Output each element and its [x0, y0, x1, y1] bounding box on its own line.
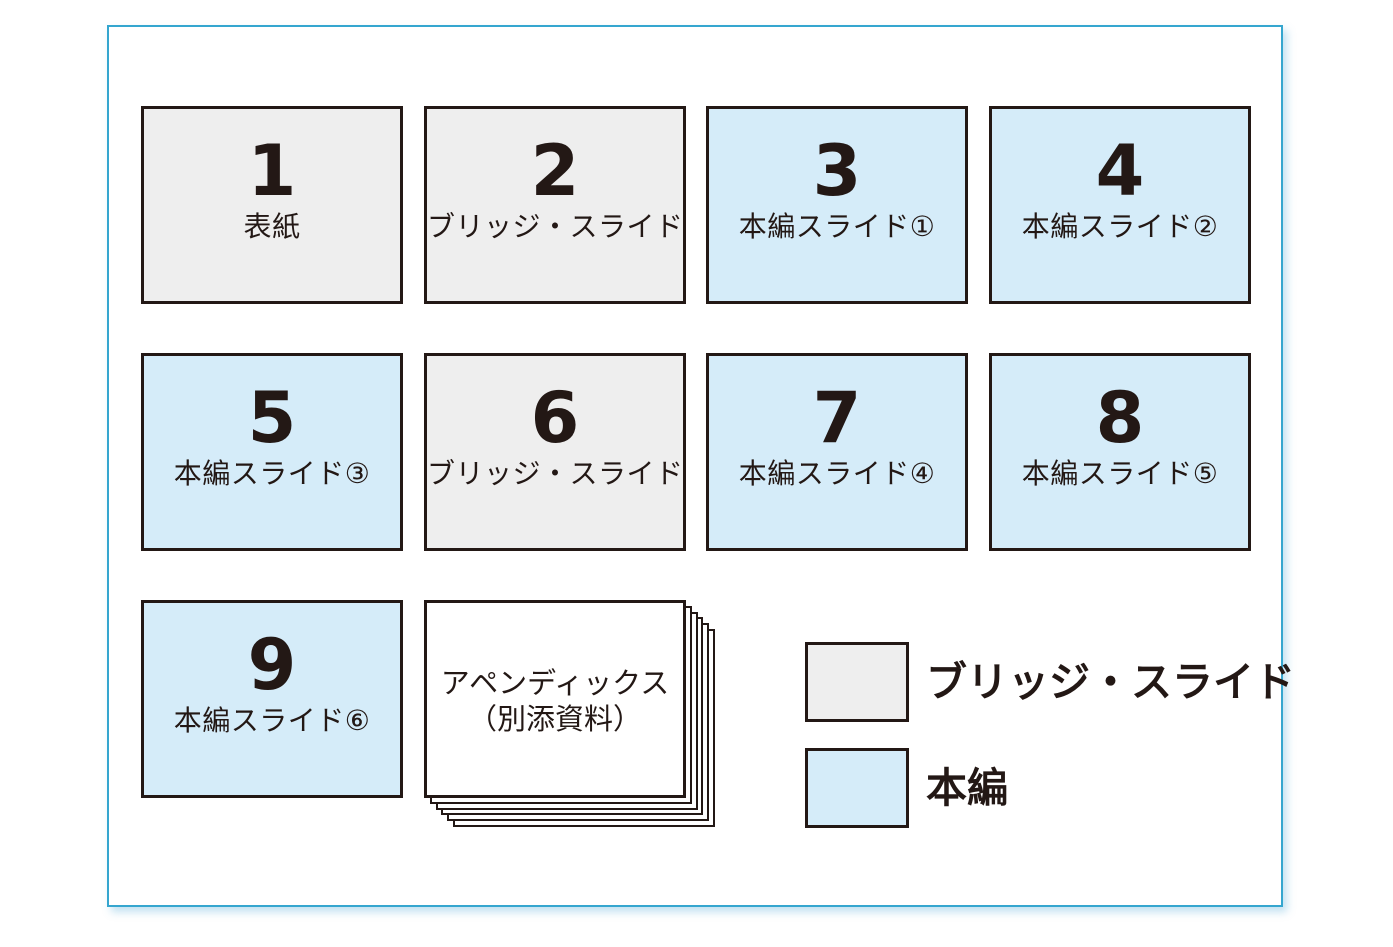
slide-number: 6	[530, 377, 580, 459]
slide-card-7: 7 本編スライド④	[706, 353, 968, 551]
slide-card-5: 5 本編スライド③	[141, 353, 403, 551]
legend-swatch-bridge	[805, 642, 909, 722]
slide-number: 2	[530, 130, 580, 212]
slide-number: 8	[1095, 377, 1145, 459]
legend-label-bridge: ブリッジ・スライド	[926, 658, 1295, 706]
slide-number: 3	[812, 130, 862, 212]
slide-number: 5	[247, 377, 297, 459]
slide-label: ブリッジ・スライド	[427, 210, 684, 243]
slide-label: 本編スライド⑤	[1021, 457, 1219, 490]
slide-label: 本編スライド⑥	[173, 704, 371, 737]
slide-card-9: 9 本編スライド⑥	[141, 600, 403, 798]
slide-number: 1	[247, 130, 297, 212]
appendix-label: アペンディックス （別添資料）	[427, 665, 683, 737]
slide-number: 4	[1095, 130, 1145, 212]
appendix-card: アペンディックス （別添資料）	[424, 600, 686, 798]
slide-number: 7	[812, 377, 862, 459]
slide-label: 表紙	[243, 210, 301, 243]
slide-label: 本編スライド①	[738, 210, 936, 243]
appendix-subtitle: （別添資料）	[467, 702, 642, 736]
slide-number: 9	[247, 624, 297, 706]
slide-label: 本編スライド③	[173, 457, 371, 490]
slide-card-2: 2 ブリッジ・スライド	[424, 106, 686, 304]
slide-card-8: 8 本編スライド⑤	[989, 353, 1251, 551]
slide-card-6: 6 ブリッジ・スライド	[424, 353, 686, 551]
legend-swatch-main	[805, 748, 909, 828]
slide-label: 本編スライド②	[1021, 210, 1219, 243]
slide-label: 本編スライド④	[738, 457, 936, 490]
slide-label: ブリッジ・スライド	[427, 457, 684, 490]
slide-card-3: 3 本編スライド①	[706, 106, 968, 304]
appendix-title: アペンディックス	[440, 666, 670, 700]
legend-label-main: 本編	[926, 764, 1008, 812]
slide-card-1: 1 表紙	[141, 106, 403, 304]
slide-card-4: 4 本編スライド②	[989, 106, 1251, 304]
